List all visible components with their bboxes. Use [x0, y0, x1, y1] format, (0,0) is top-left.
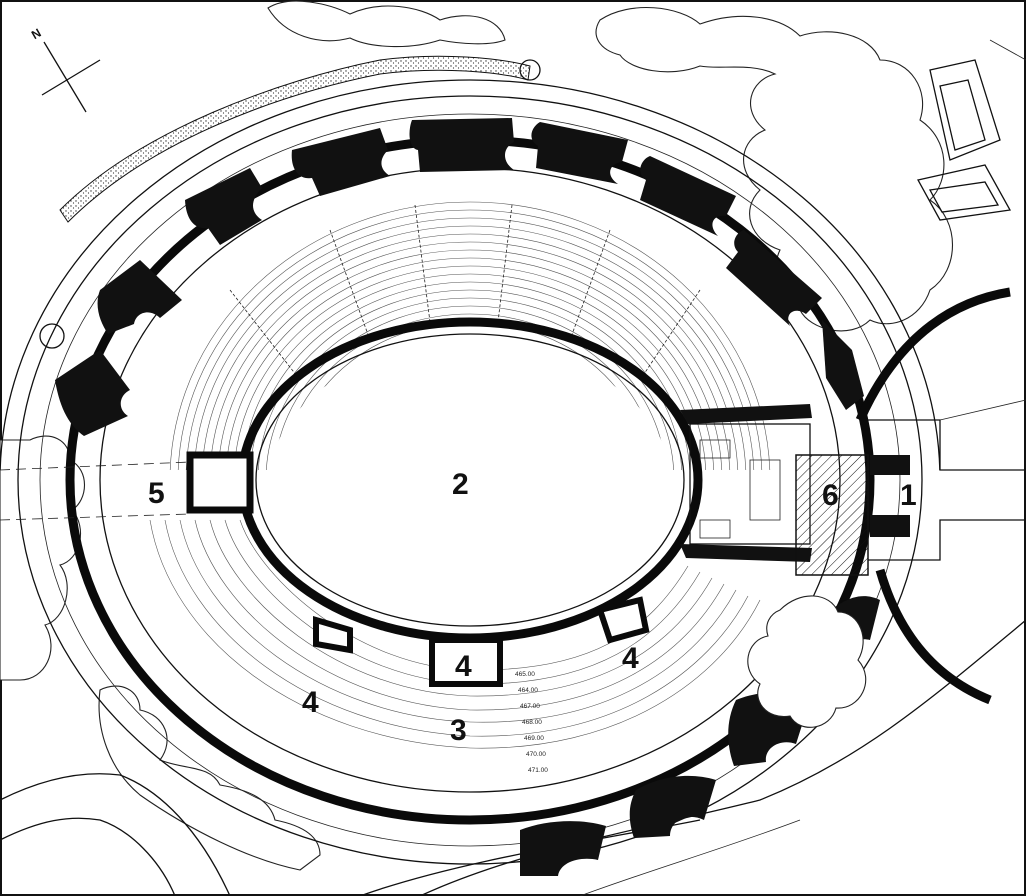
stage-building [680, 287, 1026, 705]
label-west-entrance: 5 [148, 477, 165, 510]
label-entrance: 1 [900, 479, 917, 512]
elevation-6: 470.00 [526, 751, 546, 758]
elevation-3: 467.00 [520, 703, 540, 710]
elevation-7: 471.00 [528, 767, 548, 774]
buildings-northeast [917, 39, 1026, 221]
elevation-marks: 465.00 464.00 467.00 468.00 469.00 470.0… [515, 671, 548, 774]
north-label: N [29, 26, 44, 42]
label-vomitorium-center: 4 [455, 650, 472, 683]
label-vomitorium-west: 4 [302, 686, 319, 719]
zone-labels: 1 2 3 4 4 4 5 6 [148, 468, 917, 747]
label-stage-building: 6 [822, 479, 839, 512]
label-cavea-south: 3 [450, 714, 467, 747]
trees-southeast [747, 595, 867, 728]
north-chambers [55, 118, 864, 436]
elevation-1: 465.00 [515, 671, 535, 678]
elevation-4: 468.00 [522, 719, 542, 726]
trees-northeast [267, 0, 954, 332]
stage-hatched-block [795, 454, 869, 576]
label-vomitorium-east: 4 [622, 642, 639, 675]
arena-wall [186, 317, 703, 687]
label-arena: 2 [452, 468, 469, 501]
trees-west [0, 435, 321, 871]
north-arrow: N [29, 26, 101, 113]
elevation-5: 469.00 [524, 735, 544, 742]
cavea-north-rows [169, 201, 771, 470]
elevation-2: 464.00 [518, 687, 538, 694]
